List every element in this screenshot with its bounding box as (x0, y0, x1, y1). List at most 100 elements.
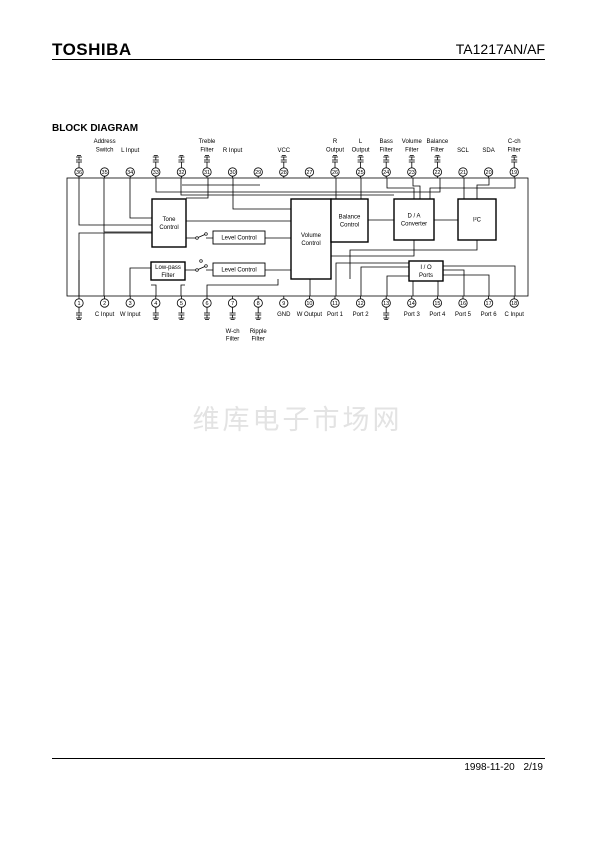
part-number: TA1217AN/AF (455, 41, 545, 57)
pin-3-number: 3 (129, 301, 132, 307)
pin-32-capacitor (178, 155, 185, 168)
footer-page: 2/19 (523, 762, 543, 773)
pin-19-label: Filter (508, 148, 521, 154)
wire-2 (103, 178, 152, 233)
pin-13-capacitor (383, 307, 390, 320)
pin-25-label: L (359, 139, 363, 145)
pin-12-number: 12 (358, 301, 364, 307)
pin-27-number: 27 (306, 170, 312, 176)
wire-12 (78, 233, 105, 296)
pin-19-label: C-ch (508, 139, 521, 145)
wire-25 (443, 269, 465, 296)
pin-16-number: 16 (460, 301, 466, 307)
pin-5-capacitor (178, 307, 185, 320)
wire-14 (185, 265, 213, 271)
pin-31-label: Treble (199, 139, 216, 145)
section-title: BLOCK DIAGRAM (52, 123, 139, 134)
pin-31-label: Filter (200, 148, 213, 154)
pin-29-number: 29 (255, 170, 261, 176)
wire-27 (443, 265, 516, 296)
pin-23-label: Filter (405, 148, 418, 154)
pin-8-capacitor (255, 307, 262, 320)
i2c-block: I²C (457, 198, 497, 241)
balance-control-block-label: Control (340, 223, 359, 229)
low-pass-filter-block-label: Low-pass (155, 265, 181, 271)
pin-30-number: 30 (230, 170, 236, 176)
wire-16 (151, 284, 157, 296)
switch-contact-2 (195, 268, 199, 272)
pin-17-number: 17 (486, 301, 492, 307)
ic-outline (66, 177, 529, 297)
pin-21-number: 21 (460, 170, 466, 176)
pin-24-label: Filter (380, 148, 393, 154)
pin-17-label: Port 6 (481, 312, 498, 318)
pin-26-capacitor (332, 155, 338, 168)
pin-4-capacitor (152, 307, 159, 320)
pin-24-label: Bass (380, 139, 393, 145)
pin-10-label: W Output (297, 312, 323, 318)
wire-26 (443, 274, 490, 296)
pin-9-label: GND (277, 312, 291, 318)
pin-8-label: Ripple (250, 329, 268, 335)
footer-rule (52, 758, 545, 759)
wire-18 (206, 279, 279, 296)
pin-28-number: 28 (281, 170, 287, 176)
tone-control-block-label: Tone (162, 217, 176, 223)
switch-contact-4 (199, 259, 203, 263)
pin-2-label: C Input (95, 312, 115, 318)
pin-7-label: Filter (226, 337, 239, 343)
pin-21-label: SCL (457, 148, 469, 154)
pin-23-label: Volume (402, 139, 423, 145)
pin-33-number: 33 (153, 170, 159, 176)
pin-15-label: Port 4 (429, 312, 446, 318)
pin-19-capacitor (511, 155, 518, 168)
pin-28-capacitor (280, 155, 287, 168)
da-converter-block-label: D / A (407, 214, 420, 220)
switch-contact-0 (195, 236, 199, 240)
pin-1-capacitor (76, 307, 82, 320)
pin-18-number: 18 (511, 301, 517, 307)
pin-1-number: 1 (77, 301, 80, 307)
wire-13 (129, 267, 151, 296)
pin-32-number: 32 (178, 170, 184, 176)
watermark-text: 维库电子市场网 (192, 405, 403, 436)
volume-control-block-label: Volume (301, 233, 322, 239)
pin-7-capacitor (229, 307, 236, 320)
io-ports-block-label: I / O (420, 265, 432, 271)
pin-11-number: 11 (332, 301, 338, 307)
pin-30-label: R Input (223, 148, 243, 154)
pin-22-capacitor (434, 155, 441, 168)
wire-17 (180, 284, 185, 296)
pin-6-capacitor (204, 307, 210, 320)
pin-6-number: 6 (205, 301, 208, 307)
pin-19-number: 19 (511, 170, 517, 176)
wire-0 (129, 178, 152, 219)
wire-11 (78, 232, 152, 296)
wire-32 (412, 178, 421, 199)
pin-14-label: Port 3 (404, 312, 421, 318)
pin-33-capacitor (152, 155, 159, 168)
pin-14-number: 14 (409, 301, 415, 307)
pin-26-label: R (333, 139, 338, 145)
pin-9-number: 9 (282, 301, 285, 307)
wire-1 (78, 178, 152, 226)
pin-35-label: Address (94, 139, 116, 145)
pin-10-number: 10 (306, 301, 312, 307)
pin-24-capacitor (383, 155, 390, 168)
pin-7-label: W-ch (226, 329, 240, 335)
wire-34 (476, 178, 490, 199)
pin-28-label: VCC (277, 148, 290, 154)
pin-23-capacitor (408, 155, 415, 168)
volume-control-block-label: Control (301, 241, 320, 247)
pin-3-label: W Input (120, 312, 141, 318)
level-control-1-block: Level Control (212, 230, 266, 245)
level-control-2-block-label: Level Control (221, 268, 256, 274)
pin-5-number: 5 (180, 301, 183, 307)
footer-date: 1998-11-20 (464, 762, 515, 773)
pin-26-number: 26 (332, 170, 338, 176)
pin-7-number: 7 (231, 301, 234, 307)
pin-25-label: Output (352, 148, 370, 154)
